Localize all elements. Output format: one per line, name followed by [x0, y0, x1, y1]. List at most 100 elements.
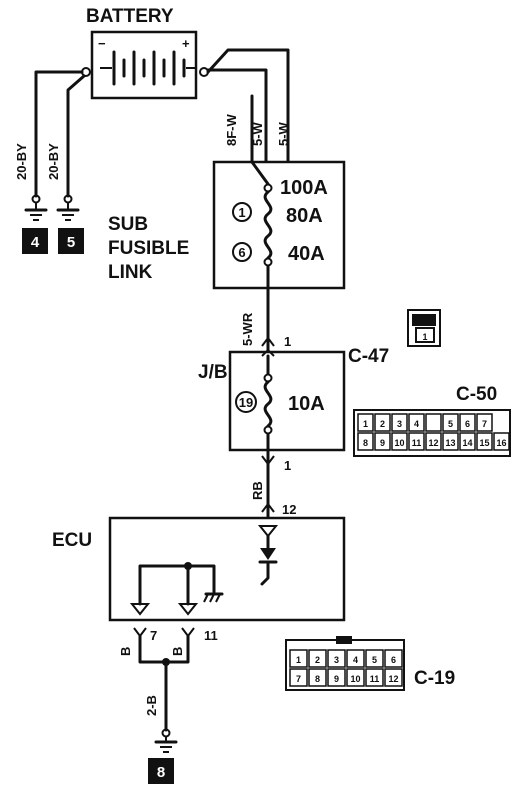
c19-connector-latch — [336, 636, 352, 644]
c50-pin-cell — [459, 432, 476, 451]
c50-pin-cell — [476, 413, 493, 432]
c19-pin-cell — [289, 649, 308, 668]
jb-box — [228, 350, 346, 452]
fuse1-circle — [232, 202, 252, 222]
c19-pin-label: 3 — [334, 655, 339, 665]
ecu-pin-11: 11 — [204, 628, 218, 643]
jb-connector-label: C-47 — [348, 346, 389, 367]
wire-label-b-11: B — [170, 647, 185, 656]
c50-pin-label: 16 — [496, 438, 506, 448]
jb-fuse-icon — [263, 354, 273, 452]
fuse6-rating: 40A — [288, 243, 325, 265]
ecu-internal-ground-icon — [129, 562, 224, 616]
fuse6-number: 6 — [238, 245, 245, 260]
c50-pin-cell — [493, 432, 510, 451]
jb-fuse-rating: 10A — [288, 393, 325, 415]
wire-ground-5 — [66, 74, 86, 198]
c19-pin-label: 10 — [350, 674, 360, 684]
fuse1-rating: 80A — [286, 205, 323, 227]
c19-pin-label: 4 — [353, 655, 358, 665]
c19-pin-cell — [289, 668, 308, 687]
c19-pin-cell — [327, 649, 346, 668]
ecu-pin-7: 7 — [150, 628, 157, 643]
ground-icon-4 — [24, 194, 48, 221]
c19-pin-cell — [327, 668, 346, 687]
c50-pin-cell — [442, 432, 459, 451]
sub-fusible-label-1: SUB — [108, 214, 148, 235]
c50-pin-label: 5 — [448, 419, 453, 429]
c50-pin-label: 7 — [482, 419, 487, 429]
wire-fusible-join — [250, 160, 270, 186]
jb-pin-in: 1 — [284, 334, 291, 349]
c50-pin-cell — [357, 413, 374, 432]
ground-icon-5 — [56, 194, 80, 221]
c19-pin-label: 6 — [391, 655, 396, 665]
c50-pin-cell — [391, 432, 408, 451]
c19-pin-label: 5 — [372, 655, 377, 665]
c19-pin-cell — [308, 649, 327, 668]
ground-number-8: 8 — [157, 764, 165, 781]
c19-pin-cell — [365, 649, 384, 668]
fuse6-circle — [232, 242, 252, 262]
wire-label-5w-1: 5-W — [250, 121, 265, 146]
fuse1-number: 1 — [238, 205, 245, 220]
c50-pin-label: 14 — [462, 438, 472, 448]
c50-pin-cell — [408, 413, 425, 432]
c19-label: C-19 — [414, 668, 455, 689]
c19-pin-cell — [346, 668, 365, 687]
jb-connector-in-icon — [261, 336, 275, 357]
jb-fuse-number: 19 — [239, 395, 253, 410]
c50-pin-cell — [442, 413, 459, 432]
sub-fusible-label-2: FUSIBLE — [108, 238, 189, 259]
jb-label: J/B — [198, 362, 228, 383]
battery-cell-icon — [100, 50, 196, 86]
c19-pin-label: 7 — [296, 674, 301, 684]
sub-fusible-label-3: LINK — [108, 262, 153, 283]
wire-label-20by-2: 20-BY — [46, 143, 61, 180]
ground-number-5: 5 — [67, 234, 75, 251]
wire-label-5wr: 5-WR — [240, 312, 255, 346]
battery-label: BATTERY — [86, 6, 174, 27]
c50-pin-cell — [408, 432, 425, 451]
c50-pin-cell — [357, 432, 374, 451]
c50-pin-cell — [476, 432, 493, 451]
jb-pin-out: 1 — [284, 458, 291, 473]
c47-pin-1: 1 — [422, 332, 427, 342]
wire-label-20by-1: 20-BY — [14, 143, 29, 180]
ecu-label: ECU — [52, 530, 92, 551]
c50-pin-label: 4 — [414, 419, 419, 429]
ecu-pin-12: 12 — [282, 502, 296, 517]
c50-pin-label: 3 — [397, 419, 402, 429]
wire-top-5w — [206, 68, 268, 166]
c50-pin-label: 6 — [465, 419, 470, 429]
c19-pin-cell — [308, 668, 327, 687]
c50-connector-body — [353, 409, 511, 457]
wire-label-8fw: 8F-W — [224, 114, 239, 147]
c19-pin-label: 8 — [315, 674, 320, 684]
wire-ground-4 — [34, 70, 84, 198]
c50-pin-cell — [374, 432, 391, 451]
c19-pin-label: 11 — [370, 674, 380, 684]
jb-fuse-circle — [235, 391, 257, 413]
c19-pin-label: 9 — [334, 674, 339, 684]
fusible-rating-top: 100A — [280, 177, 328, 199]
ecu-diode-icon — [257, 502, 279, 586]
c50-pin-label: 2 — [380, 419, 385, 429]
ground-badge-4 — [22, 228, 48, 254]
battery-minus-sign: − — [98, 36, 106, 51]
ground-icon-8 — [154, 728, 178, 753]
wire-top-8fw — [206, 48, 290, 166]
wire-label-b-7: B — [118, 647, 133, 656]
c19-pin-cell — [384, 649, 403, 668]
wire-label-rb: RB — [250, 481, 265, 500]
c19-pin-label: 1 — [296, 655, 301, 665]
c50-pin-label: 11 — [412, 438, 422, 448]
wire-label-5w-2: 5-W — [276, 121, 291, 146]
sub-fusible-link-box — [212, 160, 346, 290]
c50-pin-label: 15 — [479, 438, 489, 448]
c19-pin-label: 12 — [388, 674, 398, 684]
c50-pin-cell — [425, 413, 442, 432]
